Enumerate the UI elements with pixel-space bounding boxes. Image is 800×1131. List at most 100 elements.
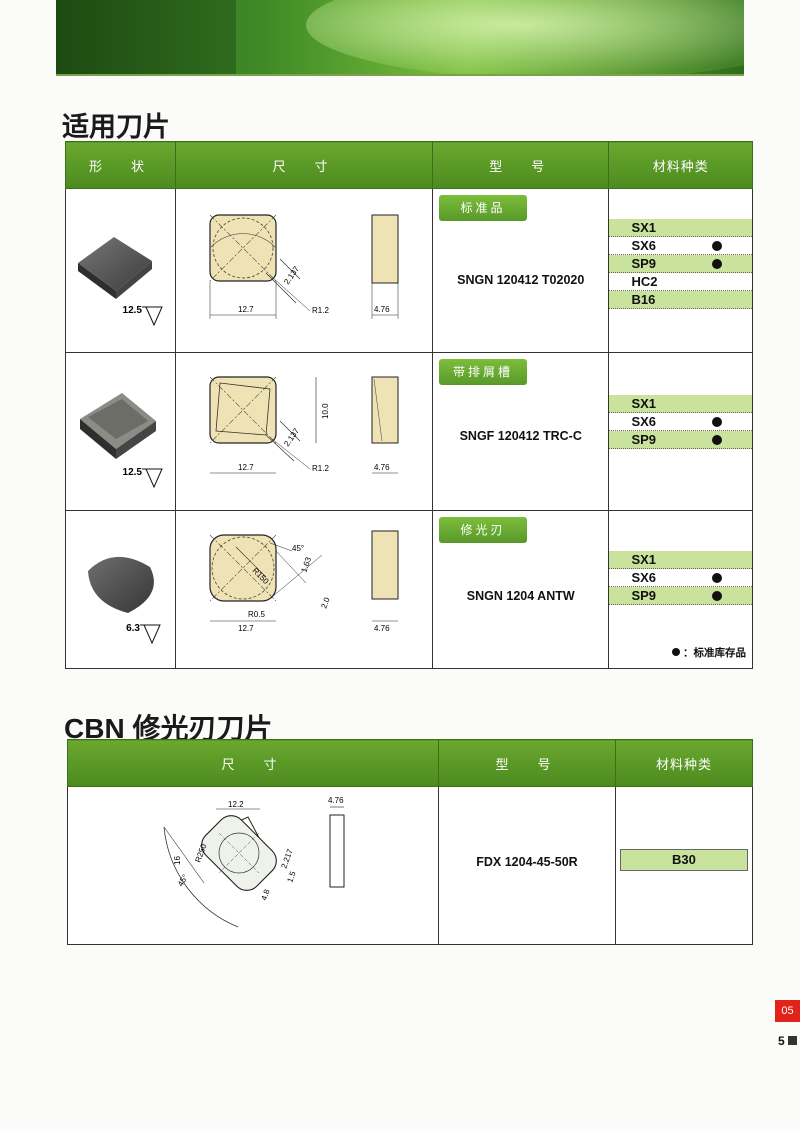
tag-wiper: 修光刃 [439,517,527,543]
material-cell: SX1 SX6 SP9 [608,352,753,511]
dimension-cell: 2.137 10.0 12.7 R1.2 4.76 [175,352,433,511]
dim-angle: 45° [176,873,190,888]
insert-shape-image: 6.3 [88,556,161,645]
shape-cell: 12.5 [65,352,176,511]
material-item: SX1 [609,551,752,569]
table-row: 12.2 R250 16 45° 2.217 1.5 4.8 4.76 FDX … [67,786,754,945]
page-number: 5 [778,1034,797,1048]
material-item: SX6 [609,413,752,431]
surface-finish-icon [140,624,161,645]
cbn-spec-table: 尺 寸 型 号 材料种类 12.2 R250 16 45° 2.217 1.5 … [67,739,754,945]
stock-dot-icon [672,648,680,656]
insert-chipbreaker [88,399,148,439]
tag-standard: 标准品 [439,195,527,221]
table-row: 12.5 2.137 12.7 R1.2 [65,188,753,353]
dim-height: 10.0 [321,403,330,419]
cbn-insert [201,815,277,891]
dim-a: 2.217 [279,847,294,869]
section-title-inserts: 适用刀片 [62,112,170,142]
header-dimension: 尺 寸 [175,141,433,189]
dimension-drawing: 2.137 12.7 R1.2 4.76 [209,214,399,319]
material-cell: SX1 SX6 SP9 HC2 B16 [608,188,753,353]
material-list: SX1 SX6 SP9 [609,395,752,449]
dim-a: 1.63 [299,555,313,573]
material-cell: B30 [614,786,754,945]
model-number: SNGN 1204 ANTW [466,589,575,603]
dim-radius: R1.2 [312,306,329,315]
shape-cell: 6.3 [65,510,176,669]
header-material: 材料种类 [614,739,754,787]
insert-side-view [329,814,345,888]
insert-top-face [88,556,154,613]
insert-side-face-right [116,421,156,459]
insert-top-face [78,237,152,291]
model-number: FDX 1204-45-50R [476,855,578,869]
dim-width: 12.7 [238,305,254,314]
header-dimension: 尺 寸 [67,739,439,787]
top-banner [56,0,744,74]
banner-dark-area [56,0,236,74]
insert-outline [209,534,277,602]
surface-finish-icon [142,468,163,489]
stock-dot-icon [712,435,722,445]
table-header-row: 尺 寸 型 号 材料种类 [67,739,754,787]
model-number: SNGF 120412 TRC-C [459,429,582,443]
dim-width: 12.2 [228,800,244,809]
material-item: SX6 [609,237,752,255]
dimension-cell: R150 45° 1.63 2.0 R0.5 12.7 4.76 [175,510,433,669]
dim-width: 12.7 [238,624,254,633]
material-item: B30 [619,849,748,871]
model-cell: 标准品 SNGN 120412 T02020 [431,188,610,353]
dim-thickness: 4.76 [374,463,390,472]
dim-thickness: 4.76 [374,624,390,633]
surface-finish-value: 6.3 [126,623,140,634]
insert-side-view [371,214,399,284]
dim-thickness: 4.76 [328,796,344,805]
stock-dot-icon [712,241,722,251]
dimension-drawing: 2.137 10.0 12.7 R1.2 4.76 [209,376,399,474]
header-material: 材料种类 [608,141,753,189]
model-cell: 带排屑槽 SNGF 120412 TRC-C [431,352,610,511]
model-cell: 修光刃 SNGN 1204 ANTW [431,510,610,669]
header-model: 型 号 [431,141,610,189]
material-list: SX1 SX6 SP9 HC2 B16 [609,219,752,309]
material-item: HC2 [609,273,752,291]
material-item: B16 [609,291,752,309]
dimension-drawing: 12.2 R250 16 45° 2.217 1.5 4.8 4.76 [163,796,345,928]
stock-dot-icon [712,417,722,427]
dim-diagonal: 2.137 [282,426,301,448]
dim-height: 16 [173,856,182,865]
dim-angle: 45° [292,544,304,553]
table-header-row: 形 状 尺 寸 型 号 材料种类 [65,141,753,189]
stock-legend: ：标准库存品 [672,645,746,660]
material-item: SX1 [609,219,752,237]
header-shape: 形 状 [65,141,176,189]
dimension-cell: 12.2 R250 16 45° 2.217 1.5 4.8 4.76 [67,786,439,945]
dim-radius: R1.2 [312,464,329,473]
insert-side-face [80,419,116,459]
banner-underline [56,74,744,76]
square-icon [787,1036,797,1045]
shape-cell: 12.5 [65,188,176,353]
insert-spec-table: 形 状 尺 寸 型 号 材料种类 12.5 [65,141,753,669]
surface-finish-value: 12.5 [123,305,143,316]
material-cell: SX1 SX6 SP9 [608,510,753,669]
banner-sweep [306,0,744,74]
dim-b: 2.0 [319,596,331,610]
insert-shape-image: 12.5 [78,237,163,327]
table-row: 6.3 R150 45° 1.63 2.0 R0.5 12.7 [65,510,753,669]
section-title-cbn: CBN 修光刃刀片 [64,713,273,744]
dimension-drawing: R150 45° 1.63 2.0 R0.5 12.7 4.76 [209,530,399,633]
stock-dot-icon [712,591,722,601]
table-row: 12.5 2.137 10.0 12.7 R1.2 [65,352,753,511]
insert-side-view [371,530,399,600]
surface-finish-icon [142,306,163,327]
insert-side-view [371,376,399,444]
material-item: SX1 [609,395,752,413]
model-number: SNGN 120412 T02020 [457,273,585,287]
stock-legend-text: ：标准库存品 [683,647,746,659]
dim-thickness: 4.76 [374,305,390,314]
chapter-tab: 05 [775,1000,800,1022]
dim-b: 1.5 [285,870,297,884]
dim-width: 12.7 [238,463,254,472]
